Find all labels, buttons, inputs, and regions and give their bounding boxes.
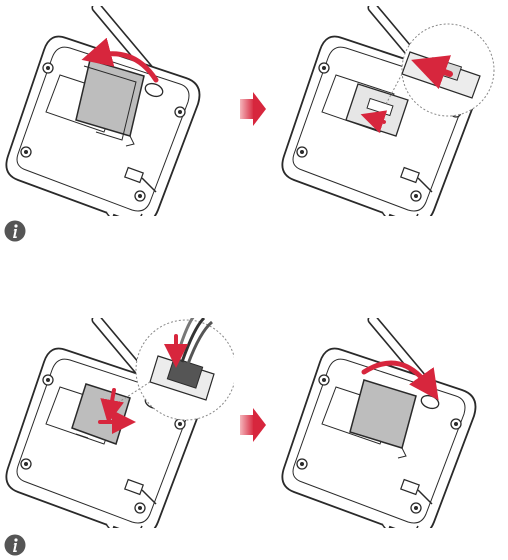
step-1-remove-cover-illustration <box>4 6 224 216</box>
step-arrow-icon <box>240 408 266 442</box>
info-icon <box>4 220 26 242</box>
step-4-replace-cover-illustration <box>280 318 502 528</box>
info-icon <box>4 534 26 556</box>
step-2-insert-sim-illustration <box>280 6 502 216</box>
step-arrow-icon <box>240 92 266 126</box>
step-3-insert-battery-illustration <box>4 318 234 528</box>
